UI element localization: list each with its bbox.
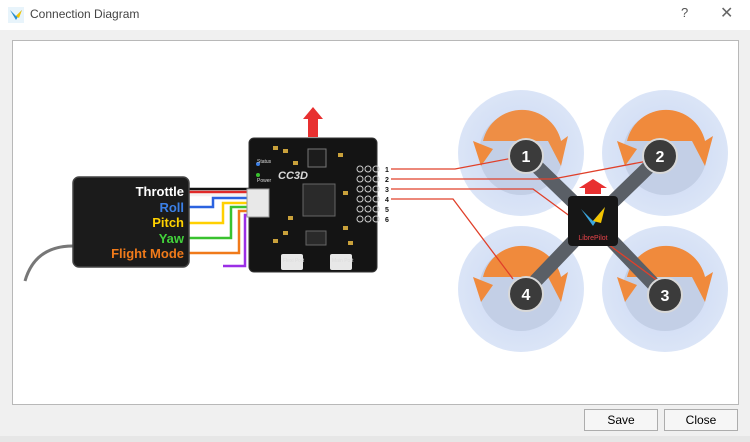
flexi-port-label: Flexi Port [283, 258, 305, 264]
save-button[interactable]: Save [584, 409, 658, 431]
power-label: Power [257, 178, 272, 184]
status-label: Status [257, 159, 272, 165]
output-5: 5 [385, 207, 389, 214]
diagram-canvas: Throttle Roll Pitch Yaw Flight Mode Stat… [12, 40, 739, 405]
antenna [23, 244, 74, 282]
motor-2-label: 2 [656, 149, 665, 166]
motor-1-label: 1 [522, 149, 531, 166]
close-button[interactable]: Close [664, 409, 738, 431]
app-icon [8, 7, 24, 23]
connection-diagram: Throttle Roll Pitch Yaw Flight Mode Stat… [23, 90, 728, 352]
cc3d-board: Status Power CC3D Flexi Port Main Port [246, 129, 380, 273]
flight-controller-frame: LibrePilot [568, 179, 618, 246]
receiver-box [72, 176, 190, 268]
window-title: Connection Diagram [30, 7, 140, 21]
channel-yaw: Yaw [159, 231, 185, 246]
output-4: 4 [385, 197, 389, 204]
output-2: 2 [385, 177, 389, 184]
frame-logo-text: LibrePilot [578, 235, 607, 242]
motor-1: 1 [508, 138, 544, 174]
output-3: 3 [385, 187, 389, 194]
window-close-button[interactable]: ✕ [720, 5, 734, 22]
motor-2: 2 [642, 138, 678, 174]
receiver-wires [183, 187, 251, 268]
status-strip [0, 436, 750, 442]
channel-roll: Roll [159, 200, 184, 215]
channel-pitch: Pitch [152, 215, 184, 230]
motor-4-label: 4 [522, 287, 531, 304]
motor-4: 4 [508, 276, 544, 312]
output-1: 1 [385, 167, 389, 174]
channel-flight-mode: Flight Mode [111, 246, 184, 261]
forward-arrow-icon [303, 107, 323, 137]
output-6: 6 [385, 217, 389, 224]
title-bar: Connection Diagram ? ✕ [0, 0, 750, 30]
main-port-label: Main Port [332, 258, 354, 264]
motor-wires [391, 157, 659, 282]
rotation-arrows [473, 109, 713, 302]
help-button[interactable]: ? [681, 5, 689, 20]
motor-3: 3 [647, 277, 683, 313]
channel-throttle: Throttle [136, 184, 184, 199]
motor-3-label: 3 [661, 288, 670, 305]
board-name: CC3D [278, 170, 308, 182]
